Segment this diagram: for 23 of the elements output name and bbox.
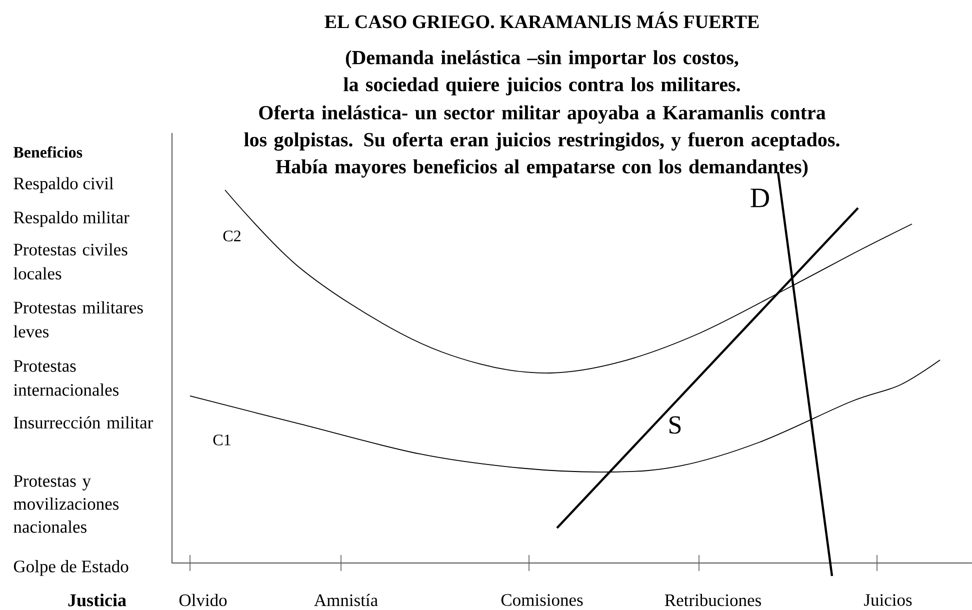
- axis-label: Protestas internacionales: [14, 360, 119, 396]
- axis-label: Protestas y movilizaciones nacionales: [14, 475, 119, 533]
- curve-label: S: [670, 416, 681, 434]
- axis-label: Amnistía: [314, 594, 378, 606]
- curve-label: D: [750, 188, 769, 208]
- axis-label: Retribuciones: [664, 594, 761, 606]
- axis-title: Justicia: [68, 594, 126, 606]
- axis-label: Protestas civiles locales: [14, 243, 128, 280]
- axis-label: Insurrección militar: [14, 416, 154, 429]
- curve-label: C1: [213, 434, 230, 446]
- subtitle-text: (Demanda inelástica –sin importar los costos, la sociedad quiere juicios contra los militares.: [344, 50, 740, 96]
- curve-label: C2: [223, 230, 240, 242]
- axis-label: Comisiones: [501, 594, 583, 606]
- axis-label: Protestas militares leves: [14, 301, 143, 338]
- axis-label: Olvido: [179, 594, 227, 606]
- axis-label: Juicios: [864, 594, 912, 606]
- axis-label: Respaldo civil: [14, 177, 114, 193]
- axis-label: Respaldo militar: [14, 211, 130, 227]
- subtitle-text: Había mayores beneficios al empatarse con los demandantes): [276, 159, 808, 178]
- axis-title: Beneficios: [13, 146, 82, 158]
- axis-label: Golpe de Estado: [14, 560, 128, 576]
- subtitle-text: Oferta inelástica- un sector militar apoyaba a Karamanlis contra los golpistas. Su oferta eran juicios restringidos, y fueron aceptados.: [244, 105, 840, 151]
- title: EL CASO GRIEGO. KARAMANLIS MÁS FUERTE: [324, 12, 759, 28]
